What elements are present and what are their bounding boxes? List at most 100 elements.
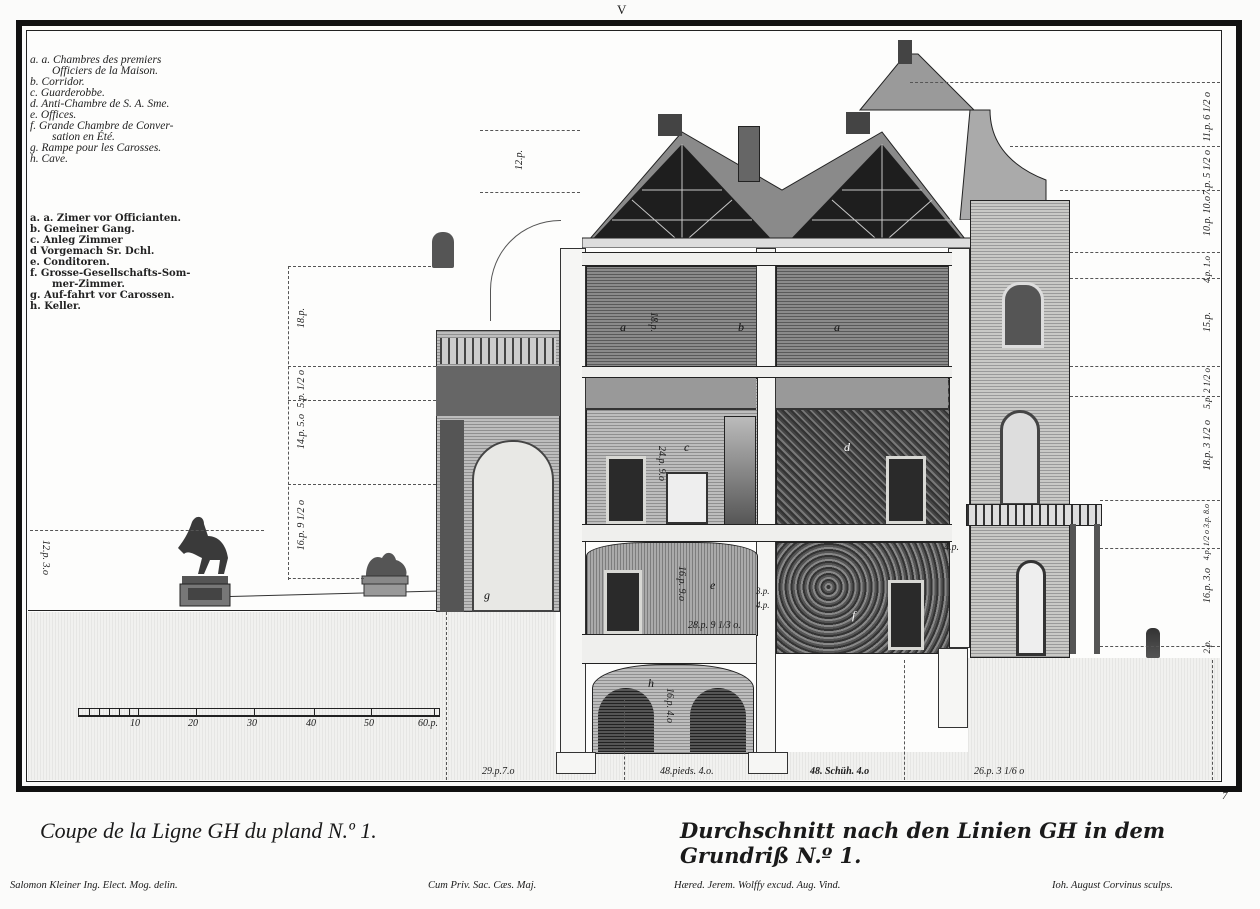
dim-bottom-v1 — [446, 612, 447, 780]
scale-label-30: 30 — [247, 718, 257, 729]
dim-right-2: 7.p. 5 1/2 o — [1202, 150, 1213, 196]
cellar-arch-left — [598, 688, 654, 752]
plate-number: V — [617, 2, 627, 17]
dim-lower-width: 28.p. 9 1/3 o. — [688, 620, 741, 631]
ground-line — [28, 610, 556, 611]
room-label-e: e — [710, 578, 716, 592]
foundation-center — [748, 752, 788, 774]
room-label-d: d — [844, 440, 850, 454]
central-wall — [756, 248, 776, 768]
ground-right — [968, 658, 1220, 780]
dim-tick-r8 — [1100, 500, 1220, 501]
scale-label-50: 50 — [364, 718, 374, 729]
sculpture-group — [360, 546, 410, 598]
pavilion-window-mid — [1000, 410, 1040, 506]
dim-left-16p: 16.p. 9 1/2 o — [296, 500, 307, 551]
right-outer-wall — [948, 248, 970, 648]
dim-left-5p: 5.p. 1/2 o — [296, 370, 307, 408]
ground-left — [28, 612, 556, 780]
pavilion-window-top — [1002, 282, 1044, 348]
dim-tick-l5 — [288, 578, 364, 579]
dim-tick-l2 — [288, 366, 436, 367]
dim-tick-r4 — [1070, 252, 1220, 253]
dim-cellar: 16.p. 4.o — [664, 688, 675, 723]
credit-publisher: Hæred. Jerem. Wolffy excud. Aug. Vind. — [674, 880, 841, 891]
dim-tick-farleft — [30, 530, 264, 531]
dim-right-10: 2.p. — [1202, 640, 1212, 654]
credit-engraver: Ioh. August Corvinus sculps. — [1052, 880, 1173, 891]
dim-tick-l1 — [288, 266, 436, 267]
dim-far-left: 12.p. 3.o — [40, 540, 51, 575]
title-german: Durchschnitt nach den Linien GH in dem G… — [680, 818, 1166, 868]
dim-right-8: 4.p. 1/2 o 3.p. 8.o — [1202, 504, 1211, 561]
room-label-a-right: a — [834, 320, 840, 334]
dim-right-1: 11.p. 6 1/2 o — [1202, 92, 1213, 142]
dim-right-6: 5.p. 2 1/2 o — [1202, 368, 1212, 409]
foundation-left — [556, 752, 596, 774]
stove — [724, 416, 756, 526]
left-outer-wall — [560, 248, 586, 768]
dim-upper-room: 18.p. — [648, 312, 659, 332]
floor-slab-3 — [582, 634, 756, 664]
chimney-center — [738, 126, 760, 182]
left-wing — [436, 330, 560, 612]
credit-privilege: Cum Priv. Sac. Cæs. Maj. — [428, 880, 537, 891]
door-ground-right — [888, 580, 924, 650]
dim-tick-r1 — [910, 82, 1220, 83]
dim-bottom-3: 48. Schüh. 4.o — [810, 766, 870, 777]
pavilion-balcony — [966, 504, 1102, 526]
foundation-right — [938, 648, 968, 728]
dim-tick-r6 — [1070, 366, 1220, 367]
pavilion-door — [1016, 560, 1046, 656]
room-label-h: h — [648, 676, 654, 690]
dim-tick-roof-bot — [480, 192, 580, 193]
small-figure — [1146, 628, 1160, 658]
floor-slab-1 — [582, 366, 952, 378]
scale-label-40: 40 — [306, 718, 316, 729]
cellar-arch-right — [690, 688, 746, 752]
dim-tick-l3 — [288, 400, 436, 401]
dim-tick-r3 — [1060, 190, 1220, 191]
dim-left-14p: 14.p. 5.o — [296, 414, 307, 449]
dim-bottom-v4 — [1212, 660, 1213, 780]
dim-bottom-v2 — [624, 700, 625, 780]
floor-slab-0 — [582, 252, 952, 266]
upper-floor-right — [776, 266, 950, 372]
dim-right-5: 15.p. — [1202, 312, 1213, 332]
title-french: Coupe de la Ligne GH du pland N.º 1. — [40, 818, 377, 843]
scale-label-60: 60.p. — [418, 718, 438, 729]
upper-floor-left — [586, 266, 758, 372]
cabinet — [666, 472, 708, 524]
dim-bottom-4: 26.p. 3 1/6 o — [974, 766, 1025, 777]
dim-small-4p: 4.p. — [756, 600, 770, 610]
pavilion-portico — [1070, 524, 1100, 654]
room-label-b: b — [738, 320, 744, 334]
dim-bottom-v3 — [904, 660, 905, 780]
dim-line-left-column — [288, 266, 289, 580]
dim-tick-r5 — [1070, 278, 1220, 279]
dim-tick-r2 — [1010, 146, 1220, 147]
dim-right-9: 16.p. 3.o — [1202, 568, 1213, 603]
room-label-f: f — [852, 608, 856, 622]
dim-lower-room: 16.p. 9.o — [676, 566, 687, 601]
dim-right-7: 18.p. 3 1/2 o — [1202, 420, 1213, 471]
legend-german: a. a. Zimer vor Officianten. b. Gemeiner… — [30, 213, 191, 312]
cornice-right — [776, 378, 948, 410]
outer-frame — [16, 20, 1242, 792]
chimney-right — [846, 112, 870, 134]
pavilion-roof — [850, 40, 1050, 221]
chimney-left — [658, 114, 682, 136]
page-mark: 7 — [1222, 790, 1228, 802]
cornice-left — [586, 378, 756, 410]
dim-tick-l4 — [288, 484, 436, 485]
dim-right-3: 10.p. 10.o — [1202, 196, 1213, 236]
scale-label-10: 10 — [130, 718, 140, 729]
dim-left-18p: 18.p. — [296, 308, 307, 328]
scale-bar — [78, 708, 440, 717]
dim-tick-r9 — [1100, 548, 1220, 549]
credit-draughtsman: Salomon Kleiner Ing. Elect. Mog. delin. — [10, 880, 178, 891]
dim-bottom-1: 29.p.7.o — [482, 766, 515, 777]
legend-french: a. a. Chambres des premiers Officiers de… — [30, 54, 174, 165]
door-middle-right — [886, 456, 926, 524]
room-label-a-left: a — [620, 320, 626, 334]
